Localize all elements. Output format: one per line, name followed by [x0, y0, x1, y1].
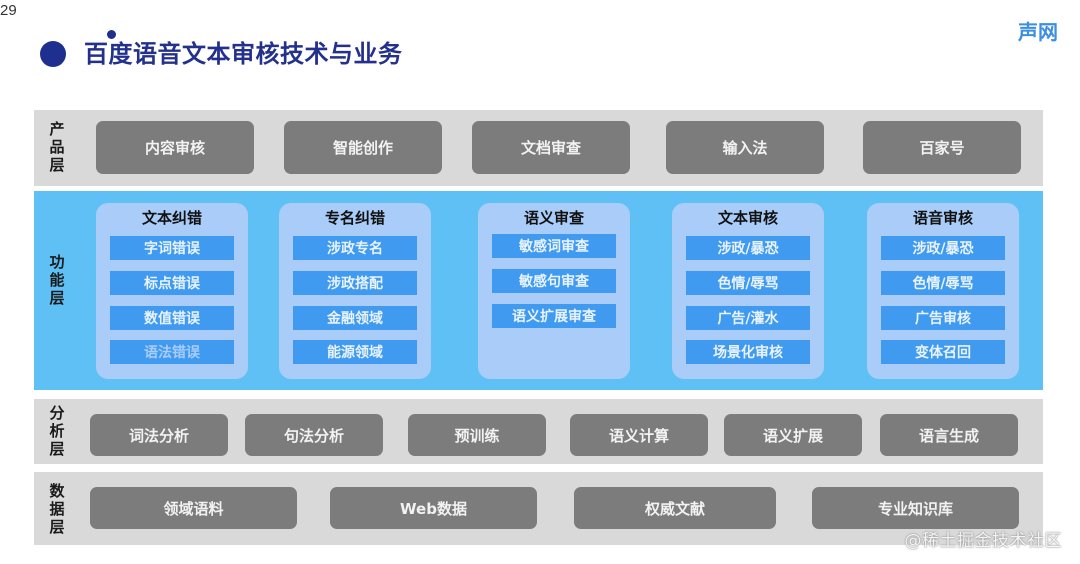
- function-item: 变体召回: [881, 340, 1005, 364]
- function-item: 语法错误: [110, 340, 234, 364]
- function-item: 敏感句审查: [492, 269, 616, 293]
- data-item-professional-knowledge-base: 专业知识库: [812, 487, 1019, 529]
- function-group-semantic-review: 语义审查 敏感词审查 敏感句审查 语义扩展审查: [478, 203, 630, 379]
- function-item: 涉政/暴恐: [686, 236, 810, 260]
- function-group-voice-moderation: 语音审核 涉政/暴恐 色情/辱骂 广告审核 变体召回: [867, 203, 1019, 379]
- function-layer-label: 功 能 层: [49, 253, 65, 307]
- product-item-baijiahao: 百家号: [863, 121, 1021, 174]
- product-item-input-method: 输入法: [666, 121, 824, 174]
- function-group-text-correction: 文本纠错 字词错误 标点错误 数值错误 语法错误: [96, 203, 248, 379]
- analysis-item-lexical: 词法分析: [90, 414, 228, 456]
- data-layer-label: 数 据 层: [49, 482, 65, 536]
- function-item: 色情/辱骂: [881, 271, 1005, 295]
- data-item-domain-corpus: 领域语料: [90, 487, 297, 529]
- function-item: 场景化审核: [686, 340, 810, 364]
- function-item: 字词错误: [110, 236, 234, 260]
- title-area: 百度语音文本审核技术与业务: [40, 30, 403, 68]
- group-title: 文本审核: [717, 209, 778, 227]
- data-item-authoritative-literature: 权威文献: [574, 487, 776, 529]
- function-item: 广告/灌水: [686, 306, 810, 330]
- function-item: 敏感词审查: [492, 234, 616, 258]
- function-item: 色情/辱骂: [686, 271, 810, 295]
- analysis-item-semantic-computing: 语义计算: [570, 414, 708, 456]
- data-item-web-data: Web数据: [330, 487, 537, 529]
- function-item: 数值错误: [110, 306, 234, 330]
- product-item-document-review: 文档审查: [472, 121, 630, 174]
- product-layer-label: 产 品 层: [49, 120, 65, 174]
- group-title: 语义审查: [523, 209, 584, 227]
- function-item: 广告审核: [881, 306, 1005, 330]
- function-item: 能源领域: [293, 340, 417, 364]
- bullet-small-dot-icon: [107, 30, 116, 39]
- analysis-item-language-generation: 语言生成: [880, 414, 1018, 456]
- watermark: @稀土掘金技术社区: [904, 531, 1062, 551]
- group-title: 语音审核: [912, 209, 973, 227]
- analysis-item-syntactic: 句法分析: [245, 414, 383, 456]
- product-item-content-review: 内容审核: [96, 121, 254, 174]
- function-item: 语义扩展审查: [492, 304, 616, 328]
- group-title: 专名纠错: [324, 209, 385, 227]
- analysis-item-pretraining: 预训练: [408, 414, 546, 456]
- page-title: 百度语音文本审核技术与业务: [84, 40, 403, 68]
- product-item-smart-creation: 智能创作: [284, 121, 442, 174]
- analysis-layer-label: 分 析 层: [49, 404, 65, 458]
- group-title: 文本纠错: [141, 209, 202, 227]
- analysis-item-semantic-expansion: 语义扩展: [724, 414, 862, 456]
- product-layer: 产 品 层 内容审核 智能创作 文档审查 输入法 百家号: [34, 110, 1043, 186]
- function-item: 涉政/暴恐: [881, 236, 1005, 260]
- function-item: 金融领域: [293, 306, 417, 330]
- bullet-dot-icon: [40, 40, 66, 67]
- analysis-layer: 分 析 层 词法分析 句法分析 预训练 语义计算 语义扩展 语言生成: [34, 399, 1043, 464]
- function-item: 涉政专名: [293, 236, 417, 260]
- function-item: 标点错误: [110, 271, 234, 295]
- function-layer: 功 能 层 文本纠错 字词错误 标点错误 数值错误 语法错误 专名纠错 涉政专名…: [34, 191, 1043, 390]
- page-number: 29: [0, 2, 17, 19]
- function-group-proper-noun-correction: 专名纠错 涉政专名 涉政搭配 金融领域 能源领域: [279, 203, 431, 379]
- function-item: 涉政搭配: [293, 271, 417, 295]
- brand-logo: 声网: [1018, 20, 1058, 44]
- function-group-text-moderation: 文本审核 涉政/暴恐 色情/辱骂 广告/灌水 场景化审核: [672, 203, 824, 379]
- data-layer: 数 据 层 领域语料 Web数据 权威文献 专业知识库: [34, 472, 1043, 545]
